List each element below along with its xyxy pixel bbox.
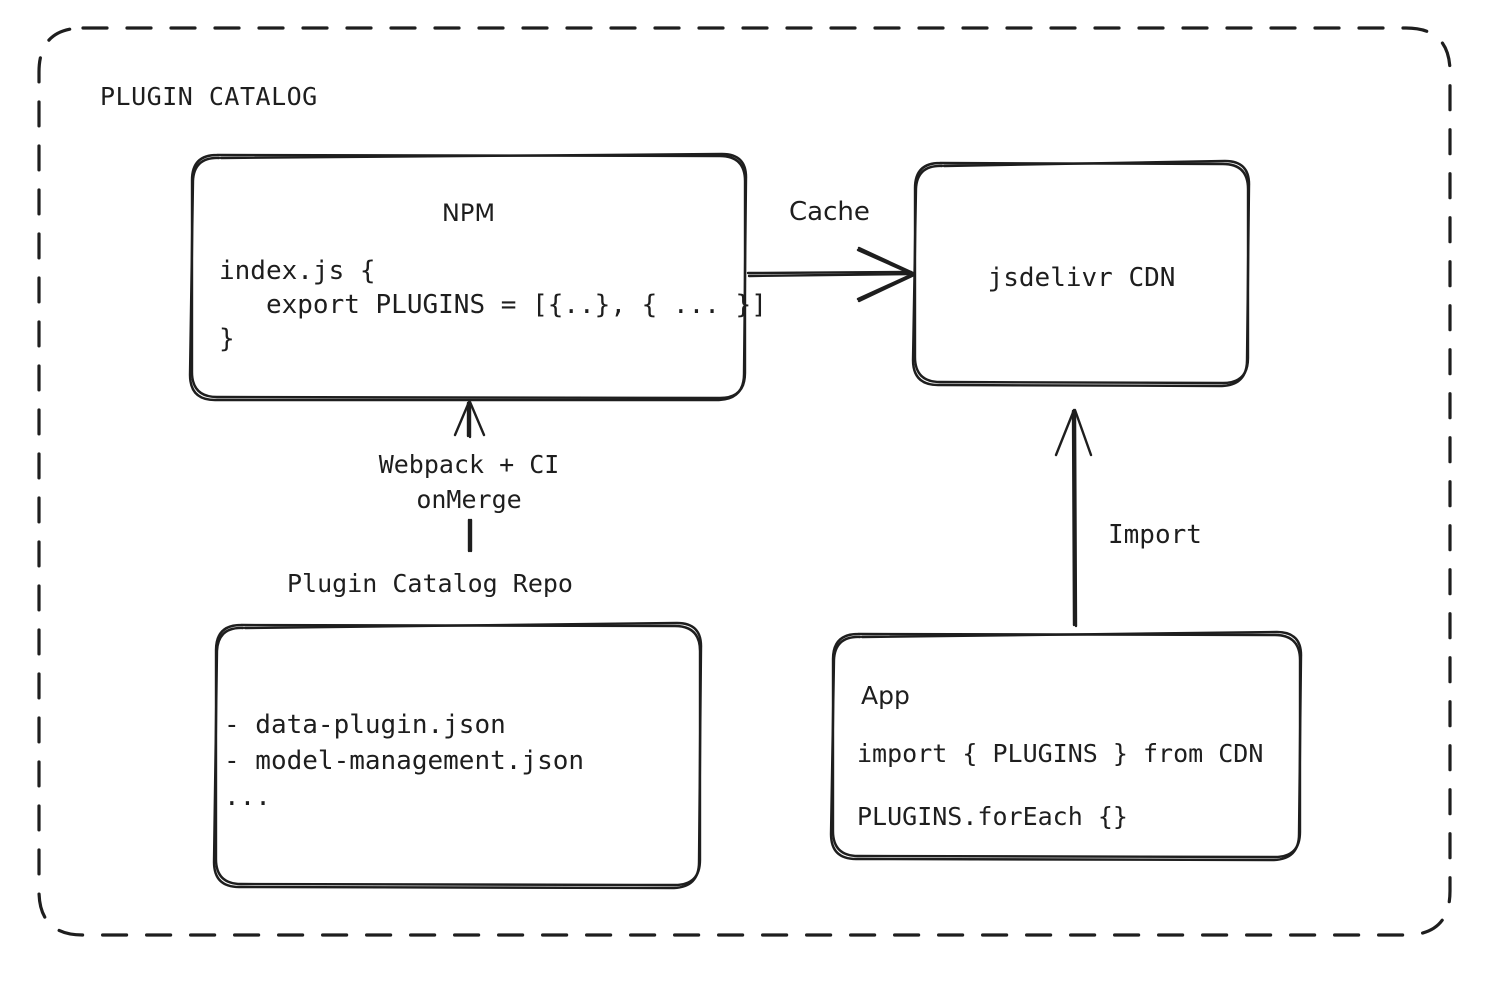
cache-edge-label: Cache bbox=[789, 197, 870, 227]
app-node-title: App bbox=[861, 681, 910, 710]
npm-node-code: index.js { export PLUGINS = [{..}, { ...… bbox=[219, 256, 767, 354]
cache-arrow bbox=[746, 246, 916, 303]
build-edge-label: Webpack + CI onMerge bbox=[378, 450, 560, 514]
app-box-outline bbox=[829, 630, 1303, 862]
repo-node-title: Plugin Catalog Repo bbox=[287, 569, 573, 598]
app-node-code-line-2: PLUGINS.forEach {} bbox=[857, 802, 1128, 831]
npm-box-outline bbox=[188, 152, 748, 402]
npm-node-title: NPM bbox=[441, 199, 496, 227]
import-edge-label: Import bbox=[1108, 520, 1202, 550]
cdn-box-outline bbox=[911, 159, 1251, 388]
app-node-code-line-1: import { PLUGINS } from CDN bbox=[857, 739, 1264, 768]
import-arrow bbox=[1054, 408, 1093, 628]
group-container-border bbox=[37, 26, 1452, 937]
repo-node-file-list: - data-plugin.json - model-management.js… bbox=[224, 710, 585, 812]
build-arrow bbox=[453, 400, 486, 553]
cdn-node-title: jsdelivr CDN bbox=[987, 263, 1176, 293]
group-title: PLUGIN CATALOG bbox=[100, 82, 318, 111]
repo-box-outline bbox=[212, 621, 703, 890]
